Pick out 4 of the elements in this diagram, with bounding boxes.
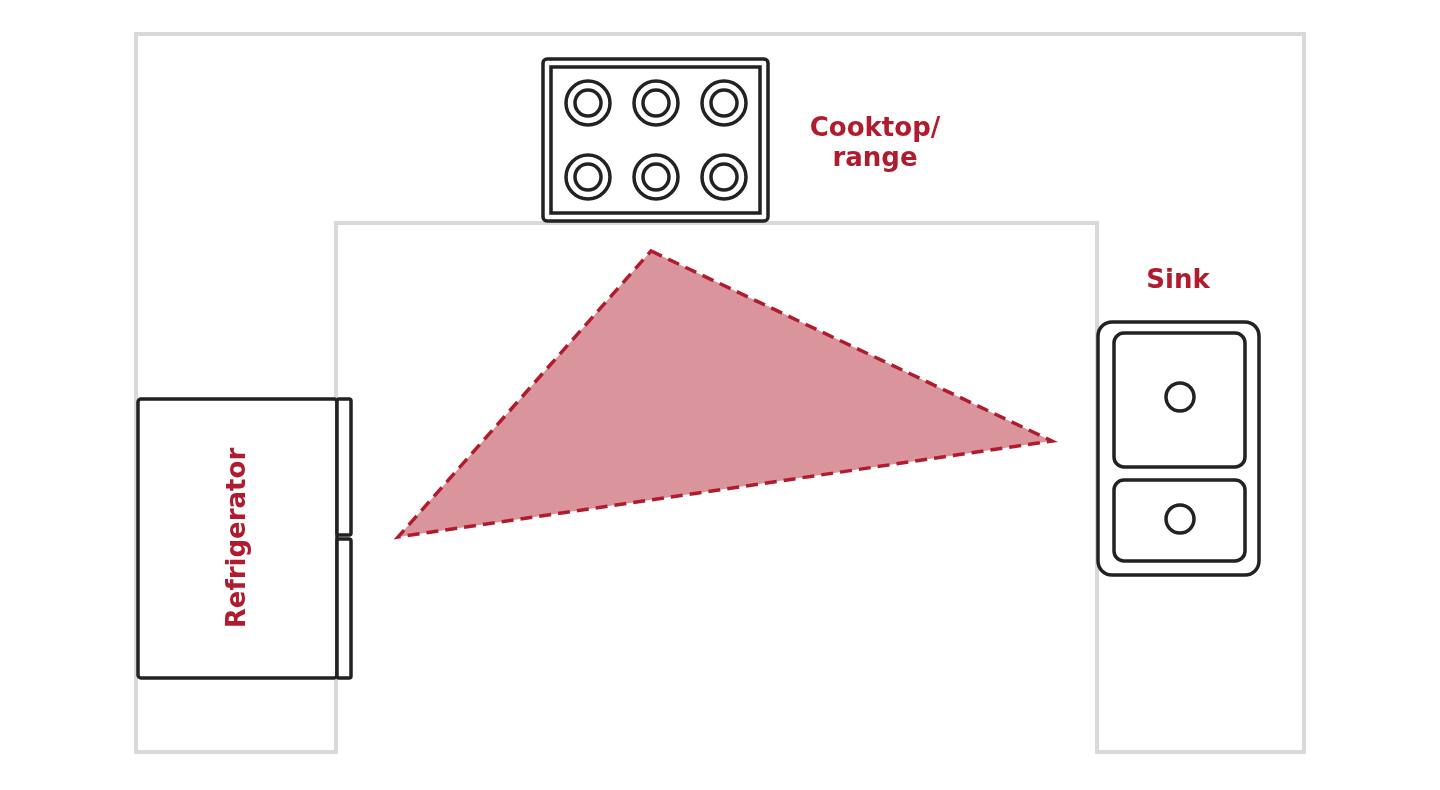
appliance-label: Cooktop/ range	[808, 112, 942, 172]
appliance-label: Sink	[1145, 264, 1211, 294]
appliance-label: Refrigerator	[221, 447, 251, 629]
work-triangle	[393, 248, 1058, 540]
